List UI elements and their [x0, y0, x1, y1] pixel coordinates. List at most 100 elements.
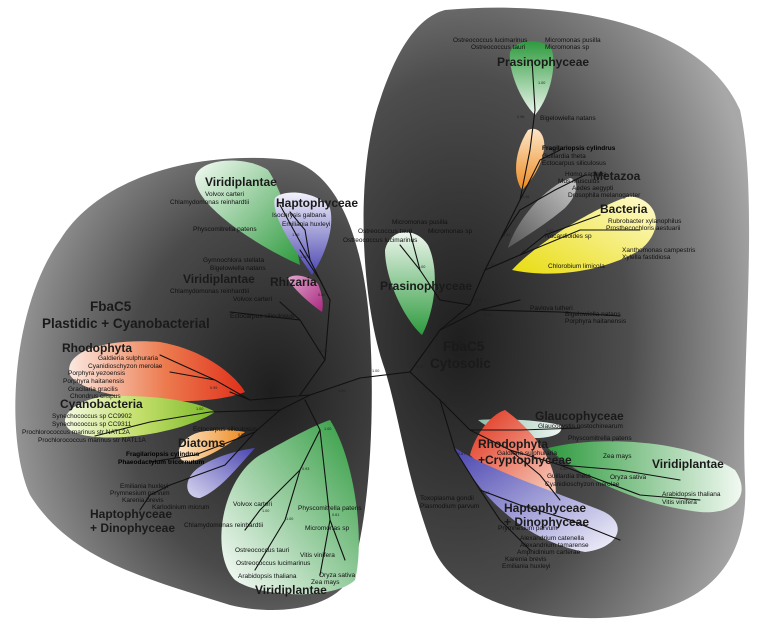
taxon-label: Chlamydomonas reinhardtii [170, 199, 249, 206]
taxon-label: Ostreococcus lucimarinus [453, 37, 528, 44]
taxon-label: Prochlorococcus marinus str NATL2A [22, 429, 131, 436]
group-label: Viridiplantae [183, 272, 255, 286]
taxon-label: Prymnesium parvum [110, 490, 170, 497]
cytosolic-title-line1: FbaC5 [443, 339, 485, 354]
support-value: 1.00 [443, 325, 450, 329]
support-value: 1.00 [418, 265, 425, 269]
support-value: 0.99 [210, 386, 217, 390]
taxon-label: Ostreococcus tauri [235, 547, 289, 554]
support-value: 0.96 [517, 115, 524, 119]
taxon-label: Chlorobium limicola [548, 263, 605, 270]
group-label: Viridiplantae [652, 457, 724, 471]
taxon-label: Micromonas pusilla [545, 37, 601, 44]
taxon-label: Micromonas sp [545, 44, 589, 51]
group-label: Prasinophyceae [380, 279, 472, 293]
taxon-label: Synechococcus sp CC9311 [52, 421, 132, 428]
fan-haptophyceae-top [274, 192, 332, 275]
support-value: 0.93 [302, 467, 309, 471]
taxon-label: Glaucocystis nostochinearum [538, 423, 623, 430]
fan-hapto-dino-left [187, 448, 255, 498]
taxon-label: Fragilariopsis cylindrus [126, 451, 200, 458]
group-labels: Viridiplantae Haptophyceae Viridiplantae… [60, 55, 724, 597]
support-value: 1.00 [324, 427, 331, 431]
group-label: Viridiplantae [205, 175, 277, 189]
taxon-label: Chondrus crispus [70, 393, 121, 400]
taxon-label: Cyanidioschyzon merolae [545, 481, 620, 488]
taxon-label: Chlamydomonas reinhardtii [184, 522, 263, 529]
group-label: Prasinophyceae [497, 55, 589, 69]
taxon-label: Gracilaria gracilis [68, 386, 119, 393]
clade-fans [64, 41, 742, 595]
taxon-label: Ectocarpus siliculosus [542, 160, 607, 167]
taxon-label: Aedes aegypti [572, 185, 613, 192]
taxon-label: Mus musculus [558, 178, 600, 185]
taxon-label: Fragilariopsis cylindrus [542, 145, 616, 152]
support-value: 0.50 [560, 467, 567, 471]
group-label: Haptophyceae [276, 196, 358, 210]
group-label: + Dinophyceae [90, 521, 175, 535]
support-value: 1.00 [338, 389, 345, 393]
support-value: 1.00 [372, 369, 379, 373]
taxon-label: Emiliania huxleyi [120, 483, 168, 490]
taxon-label: Oryza sativa [319, 572, 356, 579]
group-label: Diatoms [178, 436, 226, 450]
taxon-label: Oryza sativa [610, 474, 647, 481]
support-value: 0.94 [503, 233, 510, 237]
taxon-label: Xylella fastidiosa [622, 254, 671, 261]
taxon-label: Guillardia theta [547, 473, 591, 480]
taxon-label: Emiliania huxleyi [282, 221, 330, 228]
taxon-label: Physcomitrella patens [568, 435, 632, 442]
taxon-label: Physcomitrella patens [193, 226, 257, 233]
support-value: 1.00 [512, 451, 519, 455]
support-value: 1.00 [292, 233, 299, 237]
taxon-label: Prochlorococcus marinus str NATL1A [38, 437, 147, 444]
taxon-label: Porphyra haitanensis [63, 378, 125, 385]
taxon-label: Volvox carteri [205, 191, 244, 198]
support-value: 0.91 [440, 401, 447, 405]
taxon-label: Chlamydomonas reinhardtii [170, 288, 249, 295]
fan-hapto-dino-right [455, 448, 618, 552]
support-value: 1.00 [522, 249, 529, 253]
taxon-label: Physcomitrella patens [298, 505, 362, 512]
fan-orange-right [516, 128, 545, 190]
taxon-label: Micromonas pusilla [392, 219, 448, 226]
taxon-label: Pavlova lutheri [530, 305, 573, 312]
support-value: 0.78 [474, 298, 481, 302]
taxon-label: Homo sapiens [565, 171, 607, 178]
leaf-labels-right: Ostreococcus lucimarinus Micromonas pusi… [343, 37, 721, 570]
taxon-label: Emiliania huxleyi [502, 563, 550, 570]
taxon-label: Alexandrium tamarense [520, 542, 589, 549]
support-value: 0.98 [522, 195, 529, 199]
taxon-label: Karenia brevis [505, 556, 547, 563]
fan-prasinophyceae-top [509, 41, 554, 115]
support-value: 1.00 [416, 365, 423, 369]
support-value: 0.57 [238, 433, 245, 437]
taxon-label: Porphyra haitanensis [565, 318, 627, 325]
support-value: 1.00 [268, 411, 275, 415]
taxon-label: Bigelowiella natans [540, 115, 596, 122]
support-value: 1.00 [538, 81, 545, 85]
cytosolic-title-line2: Cytosolic [430, 356, 491, 371]
group-label: + Dinophyceae [504, 515, 589, 529]
group-label: Bacteria [600, 202, 648, 216]
taxon-label: Nocardioides sp [545, 233, 592, 240]
group-label: Haptophyceae [504, 501, 586, 515]
fan-diatoms [178, 429, 245, 462]
taxon-label: Arabidopsis thaliana [238, 573, 297, 580]
support-value: 0.73 [320, 349, 327, 353]
group-label: Haptophyceae [90, 507, 172, 521]
taxon-label: Amphidinium carterae [517, 549, 581, 556]
taxon-label: Xanthomonas campestris [622, 247, 696, 254]
taxon-label: Ostreococcus lucimarinus [343, 237, 418, 244]
plastidic-title-line2: Plastidic + Cyanobacterial [42, 316, 210, 331]
group-label: Cyanobacteria [60, 397, 143, 411]
support-value: 1.00 [546, 229, 553, 233]
support-value: 1.00 [300, 255, 307, 259]
fan-bacteria [512, 196, 657, 274]
taxon-label: Karlodinium micrum [152, 504, 209, 511]
taxon-label: Micromonas sp [305, 525, 349, 532]
group-label: Rhodophyta [62, 341, 132, 355]
support-value: 0.85 [292, 395, 299, 399]
leaf-labels-left: Volvox carteri Chlamydomonas reinhardtii… [22, 191, 362, 586]
